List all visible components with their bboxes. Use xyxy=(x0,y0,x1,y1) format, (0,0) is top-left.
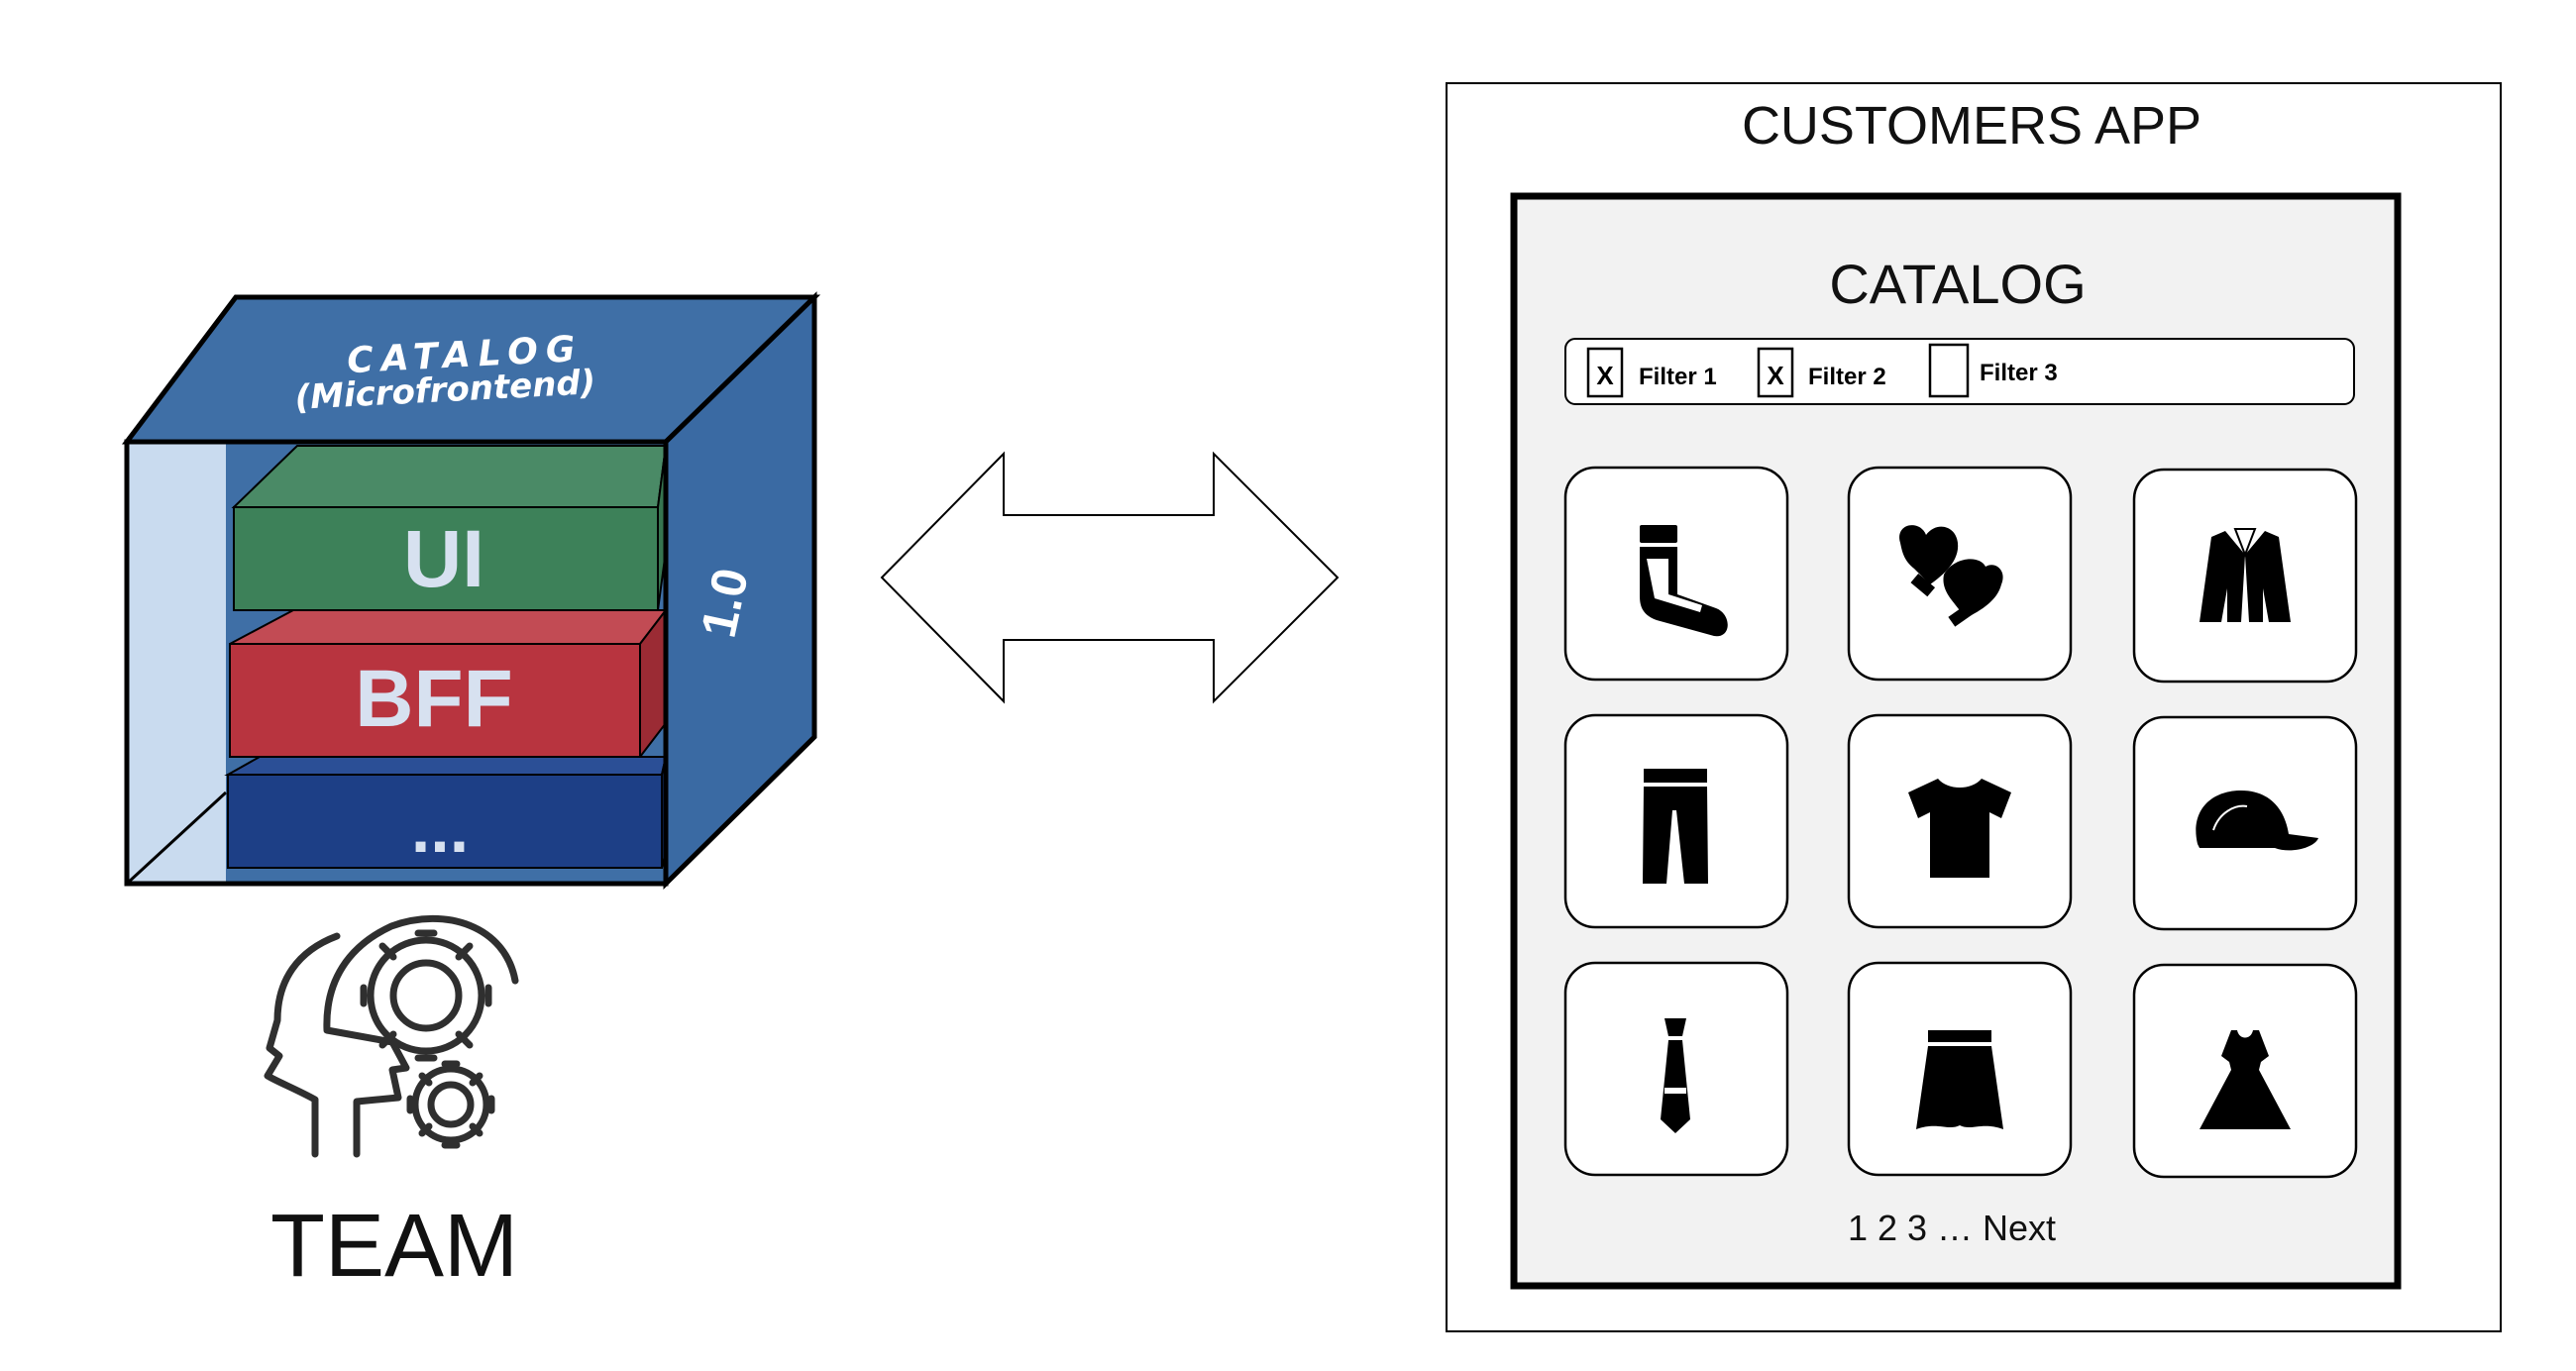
product-tile-skirt[interactable] xyxy=(1847,961,2073,1177)
product-tile-dress[interactable] xyxy=(2132,963,2358,1179)
layer-other: ... xyxy=(224,756,668,869)
dress-icon xyxy=(2200,1030,2291,1129)
filter-1-checkbox[interactable] xyxy=(1586,347,1624,398)
small-gear-icon xyxy=(406,1060,495,1149)
filter-2[interactable]: X Filter 2 xyxy=(1757,347,1886,398)
trousers-icon xyxy=(1643,769,1708,884)
filter-3[interactable]: Filter 3 xyxy=(1928,343,2058,398)
sock-icon xyxy=(1640,525,1728,637)
app-title: CUSTOMERS APP xyxy=(1742,96,2201,156)
microfrontend-cube: CATALOG (Microfrontend) 1.0 UI BFF ... xyxy=(121,291,821,890)
bidirectional-arrow-icon xyxy=(880,451,1340,704)
product-tile-sock[interactable] xyxy=(1563,466,1789,682)
product-tile-tie[interactable] xyxy=(1563,961,1789,1177)
skirt-icon xyxy=(1916,1030,2003,1129)
filter-1[interactable]: X Filter 1 xyxy=(1586,347,1717,398)
pagination[interactable]: 1 2 3 … Next xyxy=(1848,1208,2056,1248)
mittens-icon xyxy=(1899,525,2003,627)
filter-3-checkbox[interactable] xyxy=(1928,343,1970,398)
big-gear-icon xyxy=(360,929,492,1062)
layer-bff: BFF xyxy=(229,607,669,760)
product-tile-tshirt[interactable] xyxy=(1847,713,2073,929)
filter-1-mark: X xyxy=(1596,361,1614,390)
filter-3-label: Filter 3 xyxy=(1980,360,2058,386)
filter-2-label: Filter 2 xyxy=(1808,364,1886,390)
jacket-icon xyxy=(2200,528,2291,622)
product-tile-mittens[interactable] xyxy=(1847,466,2073,682)
layer-other-label: ... xyxy=(411,790,469,867)
cube-floor-edge xyxy=(125,791,228,886)
tshirt-icon xyxy=(1908,779,2011,878)
product-tile-trousers[interactable] xyxy=(1563,713,1789,929)
filter-2-checkbox[interactable] xyxy=(1757,347,1794,398)
product-grid xyxy=(1563,466,2358,1179)
cap-icon xyxy=(2196,791,2318,851)
layer-ui-label: UI xyxy=(403,514,484,604)
product-tile-jacket[interactable] xyxy=(2132,468,2358,684)
layer-bff-label: BFF xyxy=(355,654,512,744)
cube-left-wall xyxy=(127,442,226,884)
catalog-title: CATALOG xyxy=(1829,253,2086,315)
filter-2-mark: X xyxy=(1767,361,1784,390)
product-tile-cap[interactable] xyxy=(2132,715,2358,931)
tie-icon xyxy=(1661,1018,1690,1133)
team-label: TEAM xyxy=(270,1197,518,1296)
filter-1-label: Filter 1 xyxy=(1639,364,1717,390)
team-gears-head-icon xyxy=(264,915,519,1158)
customers-app-window: CUSTOMERS APP CATALOG X Filter 1 X Filte… xyxy=(1446,82,2502,1332)
layer-ui: UI xyxy=(231,445,668,611)
